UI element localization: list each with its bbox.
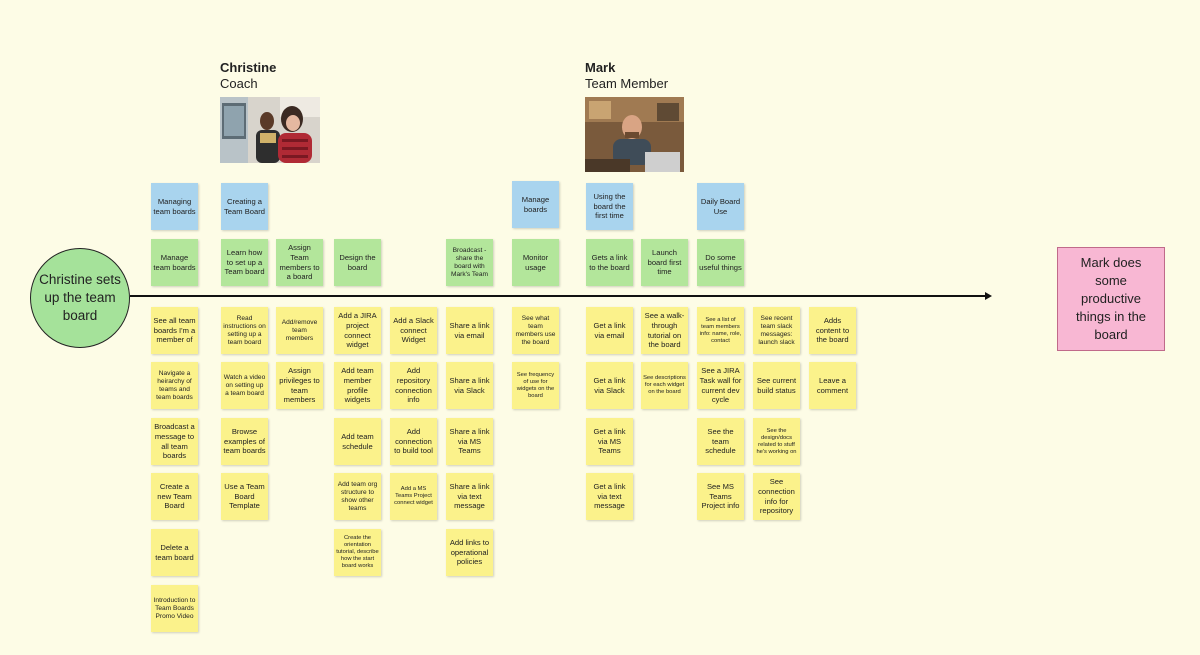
story-note: Get a link via text message — [586, 473, 633, 520]
story-note: Share a link via email — [446, 307, 493, 354]
story-note: Delete a team board — [151, 529, 198, 576]
story-note: Add a JIRA project connect widget — [334, 307, 381, 354]
story-note: See a JIRA Task wall for current dev cyc… — [697, 362, 744, 409]
story-note: Share a link via Slack — [446, 362, 493, 409]
task-note: Design the board — [334, 239, 381, 286]
story-note: Add repository connection info — [390, 362, 437, 409]
story-note: Watch a video on setting up a team board — [221, 362, 268, 409]
end-label: Mark does some productive things in the … — [1075, 255, 1147, 342]
activity-note: Daily Board Use — [697, 183, 744, 230]
end-node: Mark does some productive things in the … — [1057, 247, 1165, 351]
activity-note: Creating a Team Board — [221, 183, 268, 230]
story-note: Browse examples of team boards — [221, 418, 268, 465]
story-note: See current build status — [753, 362, 800, 409]
activity-note: Using the board the first time — [586, 183, 633, 230]
story-note: See a walk-through tutorial on the board — [641, 307, 688, 354]
task-note: Broadcast - share the board with Mark's … — [446, 239, 493, 286]
story-note: Add team member profile widgets — [334, 362, 381, 409]
persona-mark: Mark Team Member — [585, 60, 668, 92]
persona-name: Christine — [220, 60, 277, 75]
story-note: See a list of team members info: name, r… — [697, 307, 744, 354]
story-note: Share a link via text message — [446, 473, 493, 520]
christine-photo — [220, 97, 320, 163]
story-note: See MS Teams Project info — [697, 473, 744, 520]
persona-role: Coach — [220, 76, 258, 91]
story-note: See frequency of use for widgets on the … — [512, 362, 559, 409]
task-note: Learn how to set up a Team board — [221, 239, 268, 286]
story-note: Add links to operational policies — [446, 529, 493, 576]
task-note: Do some useful things — [697, 239, 744, 286]
story-note: See the design/docs related to stuff he'… — [753, 418, 800, 465]
story-note: Get a link via email — [586, 307, 633, 354]
story-note: See the team schedule — [697, 418, 744, 465]
activity-note: Manage boards — [512, 181, 559, 228]
story-note: See connection info for repository — [753, 473, 800, 520]
story-note: Add connection to build tool — [390, 418, 437, 465]
story-note: Add a MS Teams Project connect widget — [390, 473, 437, 520]
story-note: Use a Team Board Template — [221, 473, 268, 520]
story-note: See descriptions for each widget on the … — [641, 362, 688, 409]
start-node: Christine sets up the team board — [30, 248, 130, 348]
story-note: Assign privileges to team members — [276, 362, 323, 409]
activity-note: Managing team boards — [151, 183, 198, 230]
persona-name: Mark — [585, 60, 616, 75]
mark-photo — [585, 97, 684, 172]
story-note: Get a link via MS Teams — [586, 418, 633, 465]
story-note: See recent team slack messages: launch s… — [753, 307, 800, 354]
story-note: Create the orientation tutorial, describ… — [334, 529, 381, 576]
start-label: Christine sets up the team board — [39, 272, 121, 323]
story-note: Add team org structure to show other tea… — [334, 473, 381, 520]
task-note: Launch board first time — [641, 239, 688, 286]
story-note: Create a new Team Board — [151, 473, 198, 520]
story-note: Share a link via MS Teams — [446, 418, 493, 465]
story-note: Navigate a heirarchy of teams and team b… — [151, 362, 198, 409]
story-note: See all team boards I'm a member of — [151, 307, 198, 354]
story-note: Add/remove team members — [276, 307, 323, 354]
timeline-arrowhead — [985, 292, 992, 300]
story-note: See what team members use the board — [512, 307, 559, 354]
story-note: Read instructions on setting up a team b… — [221, 307, 268, 354]
task-note: Gets a link to the board — [586, 239, 633, 286]
timeline-line — [130, 295, 985, 297]
story-note: Add team schedule — [334, 418, 381, 465]
story-note: Adds content to the board — [809, 307, 856, 354]
story-note: Introduction to Team Boards Promo Video — [151, 585, 198, 632]
story-note: Get a link via Slack — [586, 362, 633, 409]
persona-role: Team Member — [585, 76, 669, 91]
story-note: Add a Slack connect Widget — [390, 307, 437, 354]
task-note: Monitor usage — [512, 239, 559, 286]
task-note: Manage team boards — [151, 239, 198, 286]
persona-christine: Christine Coach — [220, 60, 276, 92]
story-note: Leave a comment — [809, 362, 856, 409]
task-note: Assign Team members to a board — [276, 239, 323, 286]
story-note: Broadcast a message to all team boards — [151, 418, 198, 465]
